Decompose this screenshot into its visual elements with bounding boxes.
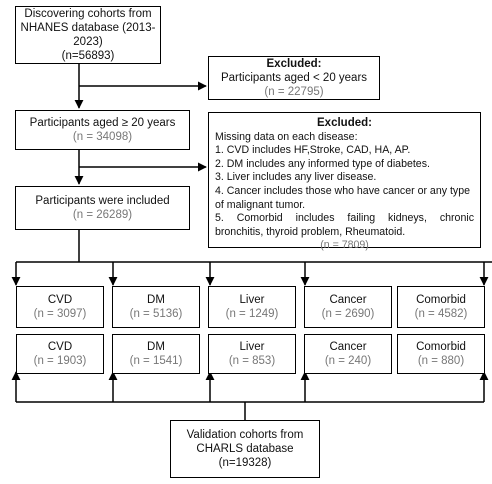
excluded1-box: Excluded: Participants aged < 20 years (… [208,56,380,100]
group-label: Comorbid [416,341,466,353]
nhanes-dm-box: DM (n = 5136) [112,286,200,328]
aged-line1: Participants aged ≥ 20 years [29,117,176,129]
excluded2-count: (n = 7809) [320,239,369,252]
group-label: Liver [239,341,265,353]
excluded2-item: 3. Liver includes any liver disease. [215,171,377,184]
charls-liver-box: Liver (n = 853) [208,334,296,374]
validation-line2: CHARLS database [196,443,294,455]
discover-line2: NHANES database (2013-2023) [20,22,156,48]
group-count: (n = 240) [324,355,372,367]
nhanes-comorbid-box: Comorbid (n = 4582) [397,286,485,328]
group-label: DM [147,294,165,306]
included-box: Participants were included (n = 26289) [15,186,190,230]
excluded2-box: Excluded: Missing data on each disease: … [208,112,481,251]
group-label: Liver [239,294,265,306]
discover-line1: Discovering cohorts from [24,8,152,20]
nhanes-cancer-box: Cancer (n = 2690) [304,286,392,328]
group-label: CVD [47,341,73,353]
group-count: (n = 2690) [321,308,375,320]
excluded1-title: Excluded: [266,58,322,70]
group-count: (n = 1249) [225,308,279,320]
excluded2-item: 1. CVD includes HF,Stroke, CAD, HA, AP. [215,144,411,157]
group-count: (n = 1541) [129,355,183,367]
excluded2-item: 4. Cancer includes those who have cancer… [215,184,470,211]
included-count: (n = 26289) [72,209,133,221]
discover-box: Discovering cohorts from NHANES database… [15,6,161,64]
excluded2-item: 2. DM includes any informed type of diab… [215,157,430,170]
aged-count: (n = 34098) [72,131,133,143]
included-line1: Participants were included [35,195,170,207]
validation-line1: Validation cohorts from [186,429,304,441]
discover-line3: (n=56893) [61,50,115,62]
excluded1-line1: Participants aged < 20 years [220,72,368,84]
group-label: Cancer [329,341,367,353]
excluded2-intro: Missing data on each disease: [215,130,358,143]
group-count: (n = 853) [228,355,276,367]
group-label: DM [147,341,165,353]
nhanes-liver-box: Liver (n = 1249) [208,286,296,328]
group-count: (n = 880) [417,355,465,367]
validation-box: Validation cohorts from CHARLS database … [170,420,320,478]
group-count: (n = 3097) [33,308,87,320]
excluded1-count: (n = 22795) [264,86,324,98]
excluded2-item: 5. Comorbid includes failing kidneys, ch… [215,212,474,238]
charls-cvd-box: CVD (n = 1903) [16,334,104,374]
nhanes-cvd-box: CVD (n = 3097) [16,286,104,328]
group-count: (n = 1903) [33,355,87,367]
charls-dm-box: DM (n = 1541) [112,334,200,374]
charls-cancer-box: Cancer (n = 240) [304,334,392,374]
aged-box: Participants aged ≥ 20 years (n = 34098) [15,110,190,150]
group-label: Cancer [329,294,367,306]
group-count: (n = 5136) [129,308,183,320]
group-label: CVD [47,294,73,306]
group-count: (n = 4582) [414,308,468,320]
excluded2-title: Excluded: [317,117,372,129]
validation-line3: (n=19328) [218,457,272,469]
group-label: Comorbid [416,294,466,306]
charls-comorbid-box: Comorbid (n = 880) [397,334,485,374]
